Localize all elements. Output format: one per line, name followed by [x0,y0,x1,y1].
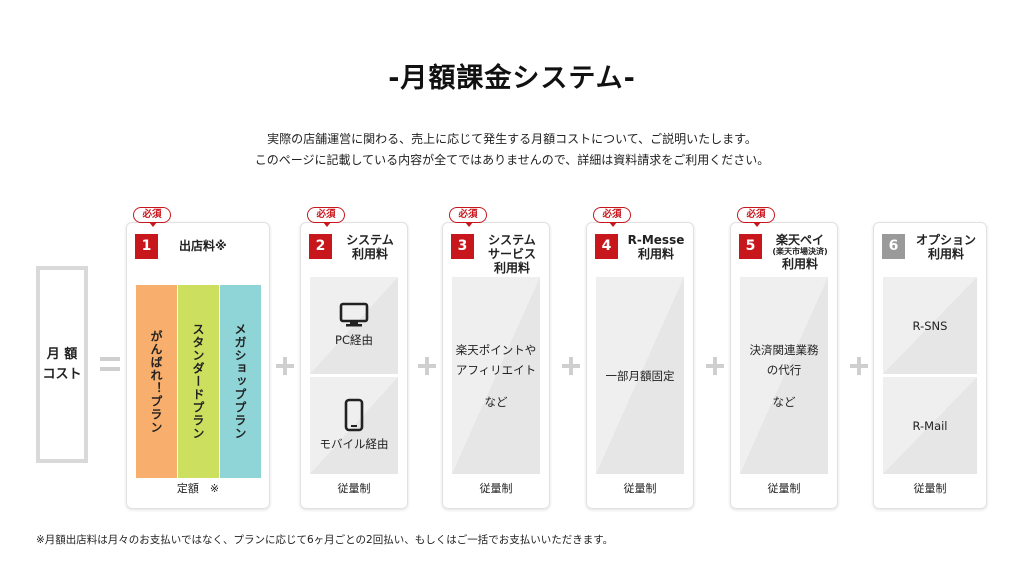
card-title-line-1: システム [346,233,394,247]
intro-line-1: 実際の店舗運営に関わる、売上に応じて発生する月額コストについて、ご説明いたします… [267,132,757,146]
monthly-cost-box: 月 額 コスト [36,266,88,463]
required-badge: 必須 [593,207,631,227]
required-badge: 必須 [737,207,775,227]
card-footer: 従量制 [767,482,801,495]
option-rmail-label: R-Mail [912,418,948,433]
card-footer: 定額 ※ [176,482,220,495]
card-rakuten-pay-fee: 必須 5 楽天ペイ (楽天市場決済) 利用料 決済関連業務 の代行 など 従量制 [730,207,838,509]
card-number: 1 [135,234,158,259]
required-badge: 必須 [133,207,171,227]
card-title: システム サービス 利用料 [479,233,545,275]
panel-pc: PC経由 [310,277,398,374]
plan-columns: がんばれ！プラン スタンダードプラン メガショッププラン [136,285,261,478]
content-line-1: 一部月額固定 [605,368,675,383]
card-store-fee: 必須 1 出店料※ がんばれ！プラン スタンダードプラン メガショッププラン 定… [126,207,270,509]
card-number: 2 [309,234,332,259]
mobile-phone-icon [344,398,364,431]
plus-sign [850,357,868,375]
card-title-line-2: 利用料 [927,247,964,261]
pc-route-label: PC経由 [335,332,373,347]
plus-sign [706,357,724,375]
monthly-cost-label-2: コスト [42,366,82,382]
card-title: 楽天ペイ (楽天市場決済) 利用料 [767,233,833,271]
mobile-route-label: モバイル経由 [319,436,389,451]
panel-mobile: モバイル経由 [310,377,398,474]
plus-sign [418,357,436,375]
content-line-1: 決済関連業務 [749,342,819,357]
card-number: 4 [595,234,618,259]
card-system-fee: 必須 2 システム 利用料 PC経由 モバイル経由 従量制 [300,207,408,509]
content-line-1: 楽天ポイントや [455,342,537,357]
panel-rmail: R-Mail [883,377,977,474]
card-title: R-Messe 利用料 [623,233,689,261]
card-footer: 従量制 [913,482,947,495]
card-title-line-1: オプション [915,233,976,247]
content-line-3: など [772,394,796,409]
panel-rsns: R-SNS [883,277,977,374]
card-title-line-3: 利用料 [493,261,530,275]
card-title: システム 利用料 [337,233,403,261]
content-line-2: の代行 [766,362,802,377]
card-number: 6 [882,234,905,259]
content-line-3: など [484,394,508,409]
card-title-line-1: 楽天ペイ [775,233,824,247]
plus-sign [562,357,580,375]
pc-monitor-icon [339,302,369,326]
panel-content: 楽天ポイントや アフィリエイト など [452,277,540,474]
card-system-service-fee: 必須 3 システム サービス 利用料 楽天ポイントや アフィリエイト など 従量… [442,207,550,509]
equals-sign [100,357,120,373]
card-number: 5 [739,234,762,259]
required-badge: 必須 [307,207,345,227]
card-title-note: (楽天市場決済) [772,247,828,256]
intro-text: 実際の店舗運営に関わる、売上に応じて発生する月額コストについて、ご説明いたします… [0,129,1024,171]
footnote: ※月額出店料は月々のお支払いではなく、プランに応じて6ヶ月ごとの2回払い、もしく… [36,534,614,546]
plan-megashop: メガショッププラン [220,285,261,478]
content-line-2: アフィリエイト [455,362,537,377]
card-footer: 従量制 [623,482,657,495]
card-option-fee: 6 オプション 利用料 R-SNS R-Mail 従量制 [873,222,987,509]
option-rsns-label: R-SNS [912,318,948,333]
card-rmesse-fee: 必須 4 R-Messe 利用料 一部月額固定 従量制 [586,207,694,509]
plan-ganbare: がんばれ！プラン [136,285,177,478]
intro-line-2: このページに記載している内容が全てではありませんので、詳細は資料請求をご利用くだ… [254,153,770,167]
card-title-line-2: サービス [487,247,536,261]
card-title: オプション 利用料 [910,233,982,261]
card-title-line-2: 利用料 [351,247,388,261]
plus-sign [276,357,294,375]
card-title-line-1: R-Messe [627,233,685,247]
plan-standard: スタンダードプラン [178,285,219,478]
monthly-cost-label-1: 月 額 [46,346,78,362]
panel-content: 一部月額固定 [596,277,684,474]
page-title: -月額課金システム- [388,63,636,94]
card-title-line-2: 利用料 [637,247,674,261]
card-title-line-2: 利用料 [781,257,818,271]
card-title-line-1: システム [488,233,536,247]
card-footer: 従量制 [479,482,513,495]
panel-content: 決済関連業務 の代行 など [740,277,828,474]
required-badge: 必須 [449,207,487,227]
card-footer: 従量制 [337,482,371,495]
card-number: 3 [451,234,474,259]
card-title: 出店料※ [179,239,227,253]
